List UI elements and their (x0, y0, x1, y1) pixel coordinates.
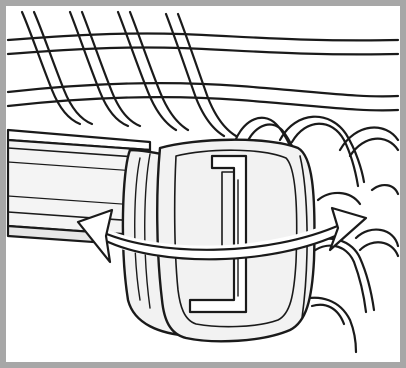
illustration-frame (0, 0, 406, 368)
rail-clip-rotation-illustration (0, 0, 406, 368)
